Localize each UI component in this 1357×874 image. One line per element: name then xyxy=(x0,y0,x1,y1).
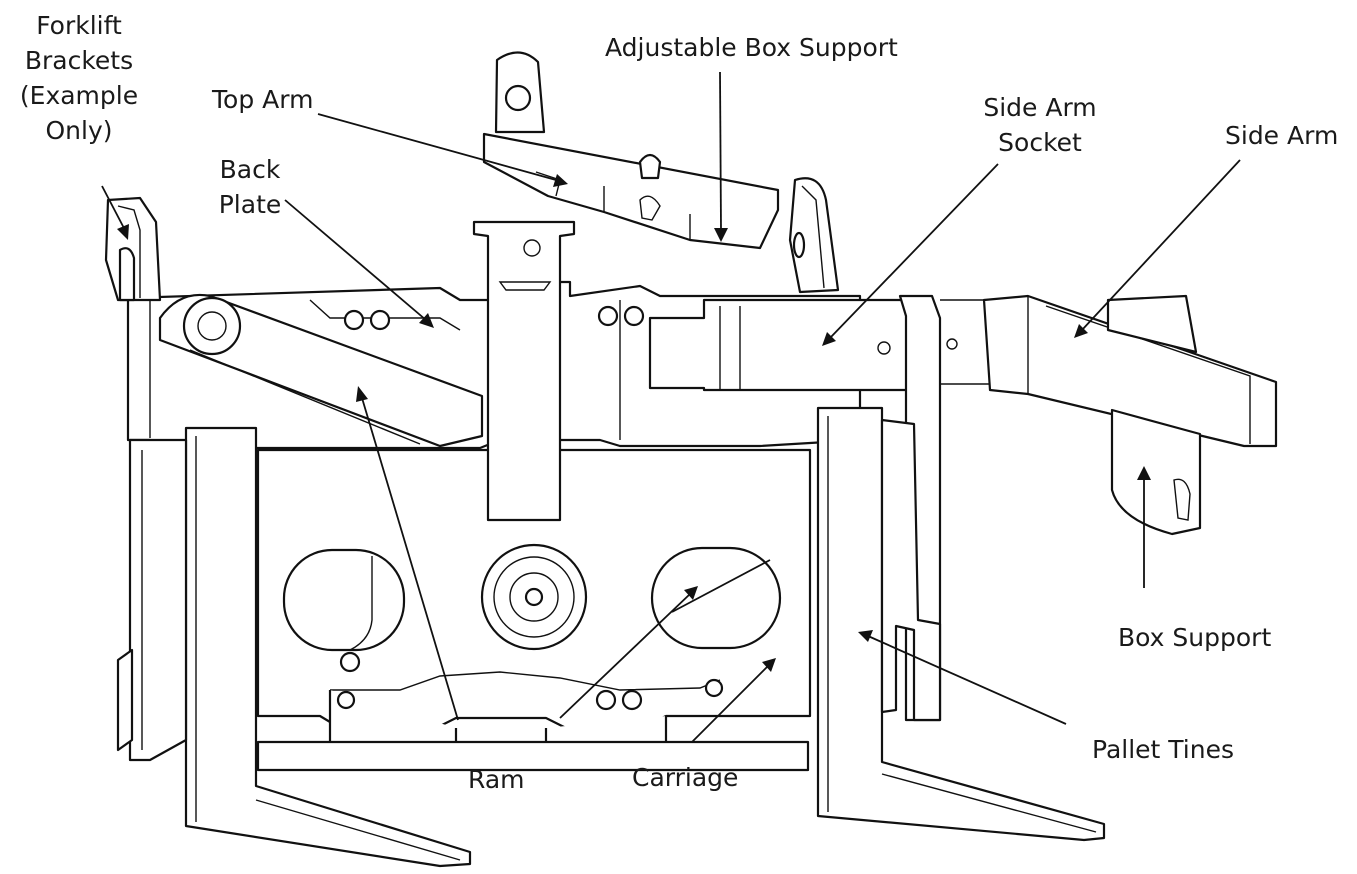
callout-leaders xyxy=(101,71,1241,743)
forklift-brackets-drawing xyxy=(104,177,840,302)
ram-drawing xyxy=(158,293,484,448)
label-side-arm: Side Arm xyxy=(1225,121,1339,150)
adjustable-box-support-drawing xyxy=(482,51,780,250)
left-end-plate-drawing xyxy=(116,438,188,762)
label-forklift-brackets: Forklift Brackets (Example Only) xyxy=(19,11,139,145)
label-carriage: Carriage xyxy=(632,763,739,792)
box-support-drawing xyxy=(1106,294,1202,536)
label-ram: Ram xyxy=(468,765,525,794)
side-arm-socket-drawing xyxy=(648,294,1011,722)
label-top-arm: Top Arm xyxy=(212,85,314,114)
label-pallet-tines: Pallet Tines xyxy=(1092,735,1234,764)
label-back-plate: Back Plate xyxy=(218,155,282,219)
carriage-drawing xyxy=(256,305,812,772)
pallet-tines-drawing xyxy=(184,406,1106,868)
label-side-arm-socket: Side Arm Socket xyxy=(983,93,1097,157)
label-box-support: Box Support xyxy=(1118,623,1272,652)
label-adjustable-box-support: Adjustable Box Support xyxy=(605,33,898,62)
side-arm-drawing xyxy=(982,294,1278,448)
top-arm-drawing xyxy=(472,220,576,522)
